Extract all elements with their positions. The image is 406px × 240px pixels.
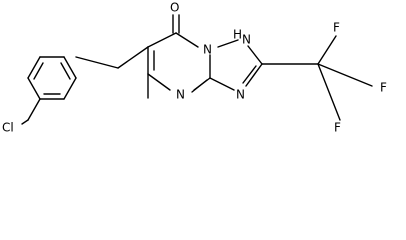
bond [63, 56, 77, 79]
atom-label-pyrimidine-n: N [176, 88, 185, 102]
bond-ch2-to-c6 [117, 46, 149, 69]
bond [247, 45, 263, 65]
bond-ring-to-cl [21, 119, 29, 125]
atom-label-f-bottom: F [334, 121, 341, 135]
atom-label-f-top: F [333, 21, 340, 35]
bond [175, 32, 199, 48]
bond [27, 77, 41, 100]
chemical-structure: Cl O N H N N N F F F [2, 1, 387, 135]
chlorophenyl-ring [27, 56, 77, 121]
triazole-ring [209, 39, 263, 91]
atom-label-bridge-n: N [203, 43, 212, 57]
bond-ring-to-ch2 [75, 56, 119, 69]
atom-label-nh: N [242, 33, 251, 47]
atom-label-nh-h: H [233, 28, 242, 42]
bond [27, 98, 41, 121]
double-bond-inner [242, 65, 257, 84]
double-bond-inner [60, 62, 71, 80]
bond [217, 39, 239, 48]
atom-label-o: O [170, 1, 179, 15]
atom-label-f-right: F [380, 81, 387, 95]
bond [27, 56, 41, 79]
atom-label-cl: Cl [2, 121, 14, 135]
double-bond-inner [33, 62, 44, 80]
bond [147, 73, 171, 91]
pyrimidinone-ring [147, 32, 211, 93]
bond-cf3-f-bottom [317, 63, 341, 121]
bond [63, 77, 77, 100]
bond-cf3-f-top [317, 35, 337, 65]
bond-cf3-f-right [317, 63, 373, 87]
bond [209, 77, 235, 91]
bond [147, 32, 177, 48]
atom-label-triazole-n: N [236, 88, 245, 102]
double-bond-inner [191, 79, 208, 93]
bond [245, 63, 263, 87]
